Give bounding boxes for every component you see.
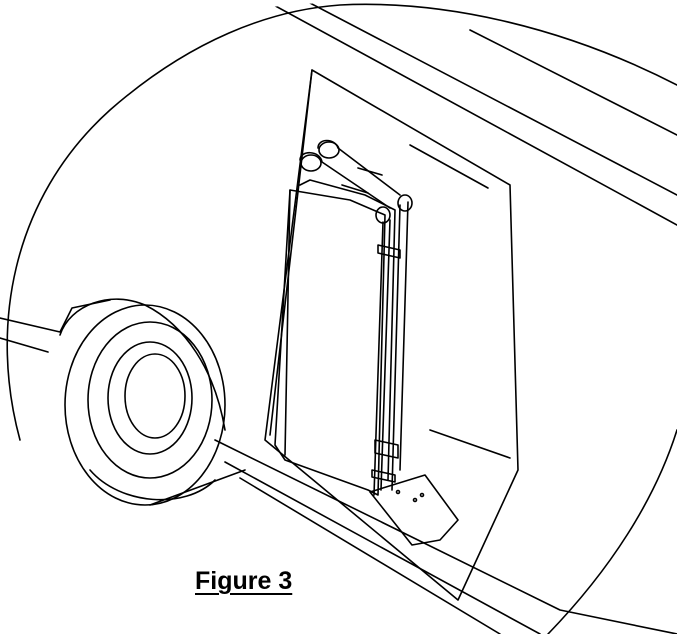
figure-caption: Figure 3 bbox=[195, 567, 293, 595]
platform-bolt bbox=[395, 489, 401, 495]
van-side-molding-2 bbox=[0, 337, 49, 353]
van-body-crease bbox=[469, 29, 677, 136]
van-side-molding bbox=[0, 299, 111, 333]
platform-bolt bbox=[412, 497, 418, 503]
roller-segment bbox=[357, 167, 383, 176]
roller-segment bbox=[341, 184, 369, 194]
tire-outer bbox=[64, 304, 226, 506]
van-rocker-panel bbox=[214, 439, 677, 634]
lift-ramp-board-edge bbox=[299, 179, 396, 481]
magnifier-circle bbox=[6, 3, 677, 441]
lift-ramp-board-side bbox=[284, 189, 291, 456]
roller-cap bbox=[318, 141, 340, 159]
arm-bracket bbox=[374, 439, 399, 459]
lift-arm bbox=[391, 204, 401, 491]
tire-contact bbox=[149, 469, 246, 506]
tire-hub bbox=[124, 353, 186, 439]
wheel-arch bbox=[59, 298, 226, 431]
arm-bracket bbox=[377, 244, 401, 259]
lift-arm bbox=[380, 219, 391, 491]
lift-platform bbox=[369, 474, 459, 546]
roller-cap bbox=[300, 154, 322, 172]
door-opening bbox=[264, 69, 519, 601]
platform-bolt bbox=[419, 492, 425, 498]
door-panel-line-2 bbox=[429, 429, 511, 459]
door-inner-edge bbox=[269, 69, 313, 436]
van-rocker-panel-2 bbox=[224, 461, 541, 634]
lift-roller-top-2 bbox=[299, 151, 391, 209]
magnifier-circle-lower bbox=[547, 429, 677, 634]
arm-bracket bbox=[371, 469, 396, 483]
lift-arm bbox=[399, 201, 409, 471]
tire-rim bbox=[107, 341, 193, 455]
tire-sidewall bbox=[87, 321, 213, 479]
lift-ramp-board bbox=[274, 189, 386, 496]
van-roofline-2 bbox=[309, 2, 677, 196]
tire-tread bbox=[89, 469, 216, 501]
roller-cap bbox=[397, 194, 413, 212]
van-rocker-panel-3 bbox=[239, 477, 501, 634]
van-roofline bbox=[269, 2, 677, 226]
door-panel-line bbox=[409, 144, 489, 189]
